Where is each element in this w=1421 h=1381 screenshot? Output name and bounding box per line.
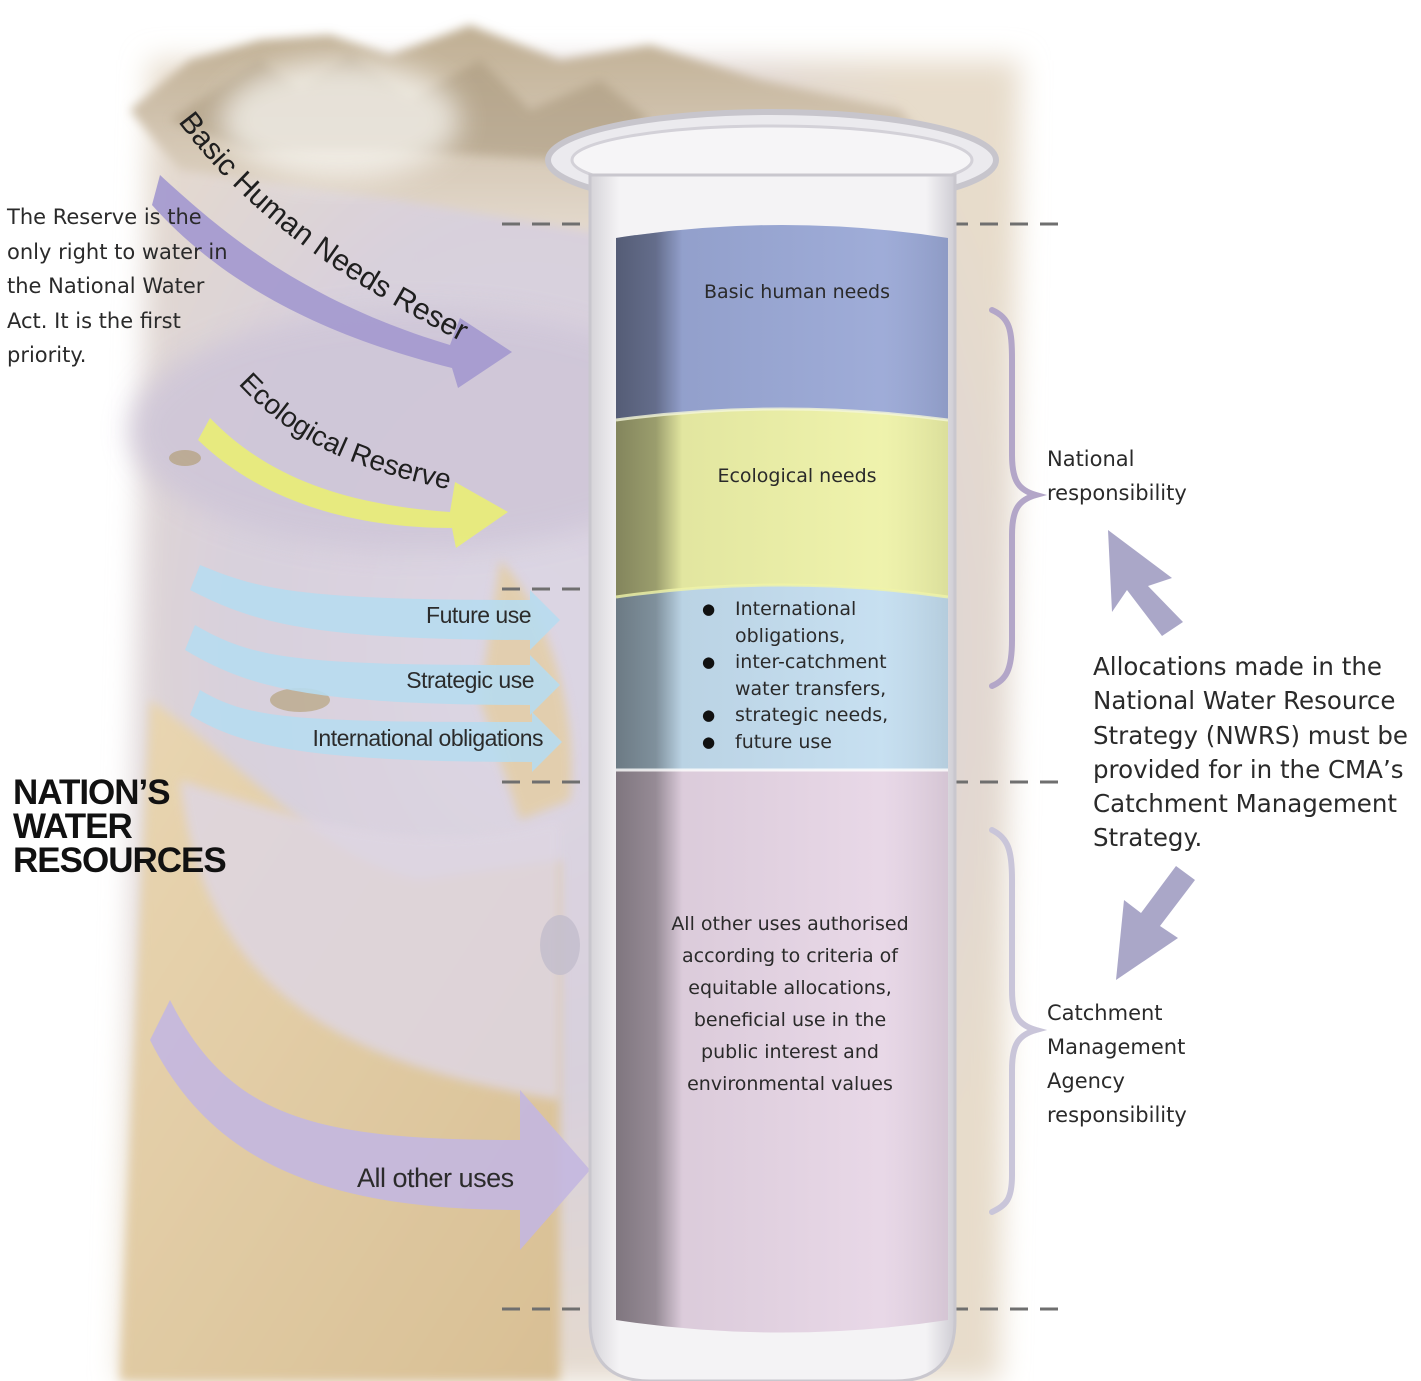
list-item: strategic needs, bbox=[702, 702, 932, 729]
arrow-down-icon bbox=[1116, 866, 1195, 980]
international-obligations-label: International obligations bbox=[313, 725, 543, 752]
list-item: future use bbox=[702, 729, 932, 756]
reserve-note: The Reserve is the only right to water i… bbox=[7, 200, 247, 373]
ecological-needs-text: Ecological needs bbox=[690, 460, 904, 492]
arrow-up-icon bbox=[1108, 530, 1183, 636]
allocation-note: Allocations made in the National Water R… bbox=[1093, 650, 1418, 856]
list-item: International obligations, bbox=[702, 596, 932, 649]
page-title: NATION’S WATER RESOURCES bbox=[13, 776, 273, 878]
all-other-uses-text: All other uses authorised according to c… bbox=[668, 908, 912, 1100]
obligations-list: International obligations, inter-catchme… bbox=[702, 596, 932, 755]
basic-human-needs-text: Basic human needs bbox=[690, 276, 904, 308]
national-responsibility-label: National responsibility bbox=[1047, 442, 1267, 510]
cma-responsibility-label: Catchment Management Agency responsibili… bbox=[1047, 996, 1267, 1132]
strategic-use-label: Strategic use bbox=[406, 667, 534, 694]
all-other-uses-label: All other uses bbox=[357, 1163, 514, 1194]
future-use-label: Future use bbox=[426, 602, 531, 629]
list-item: inter-catchment water transfers, bbox=[702, 649, 932, 702]
